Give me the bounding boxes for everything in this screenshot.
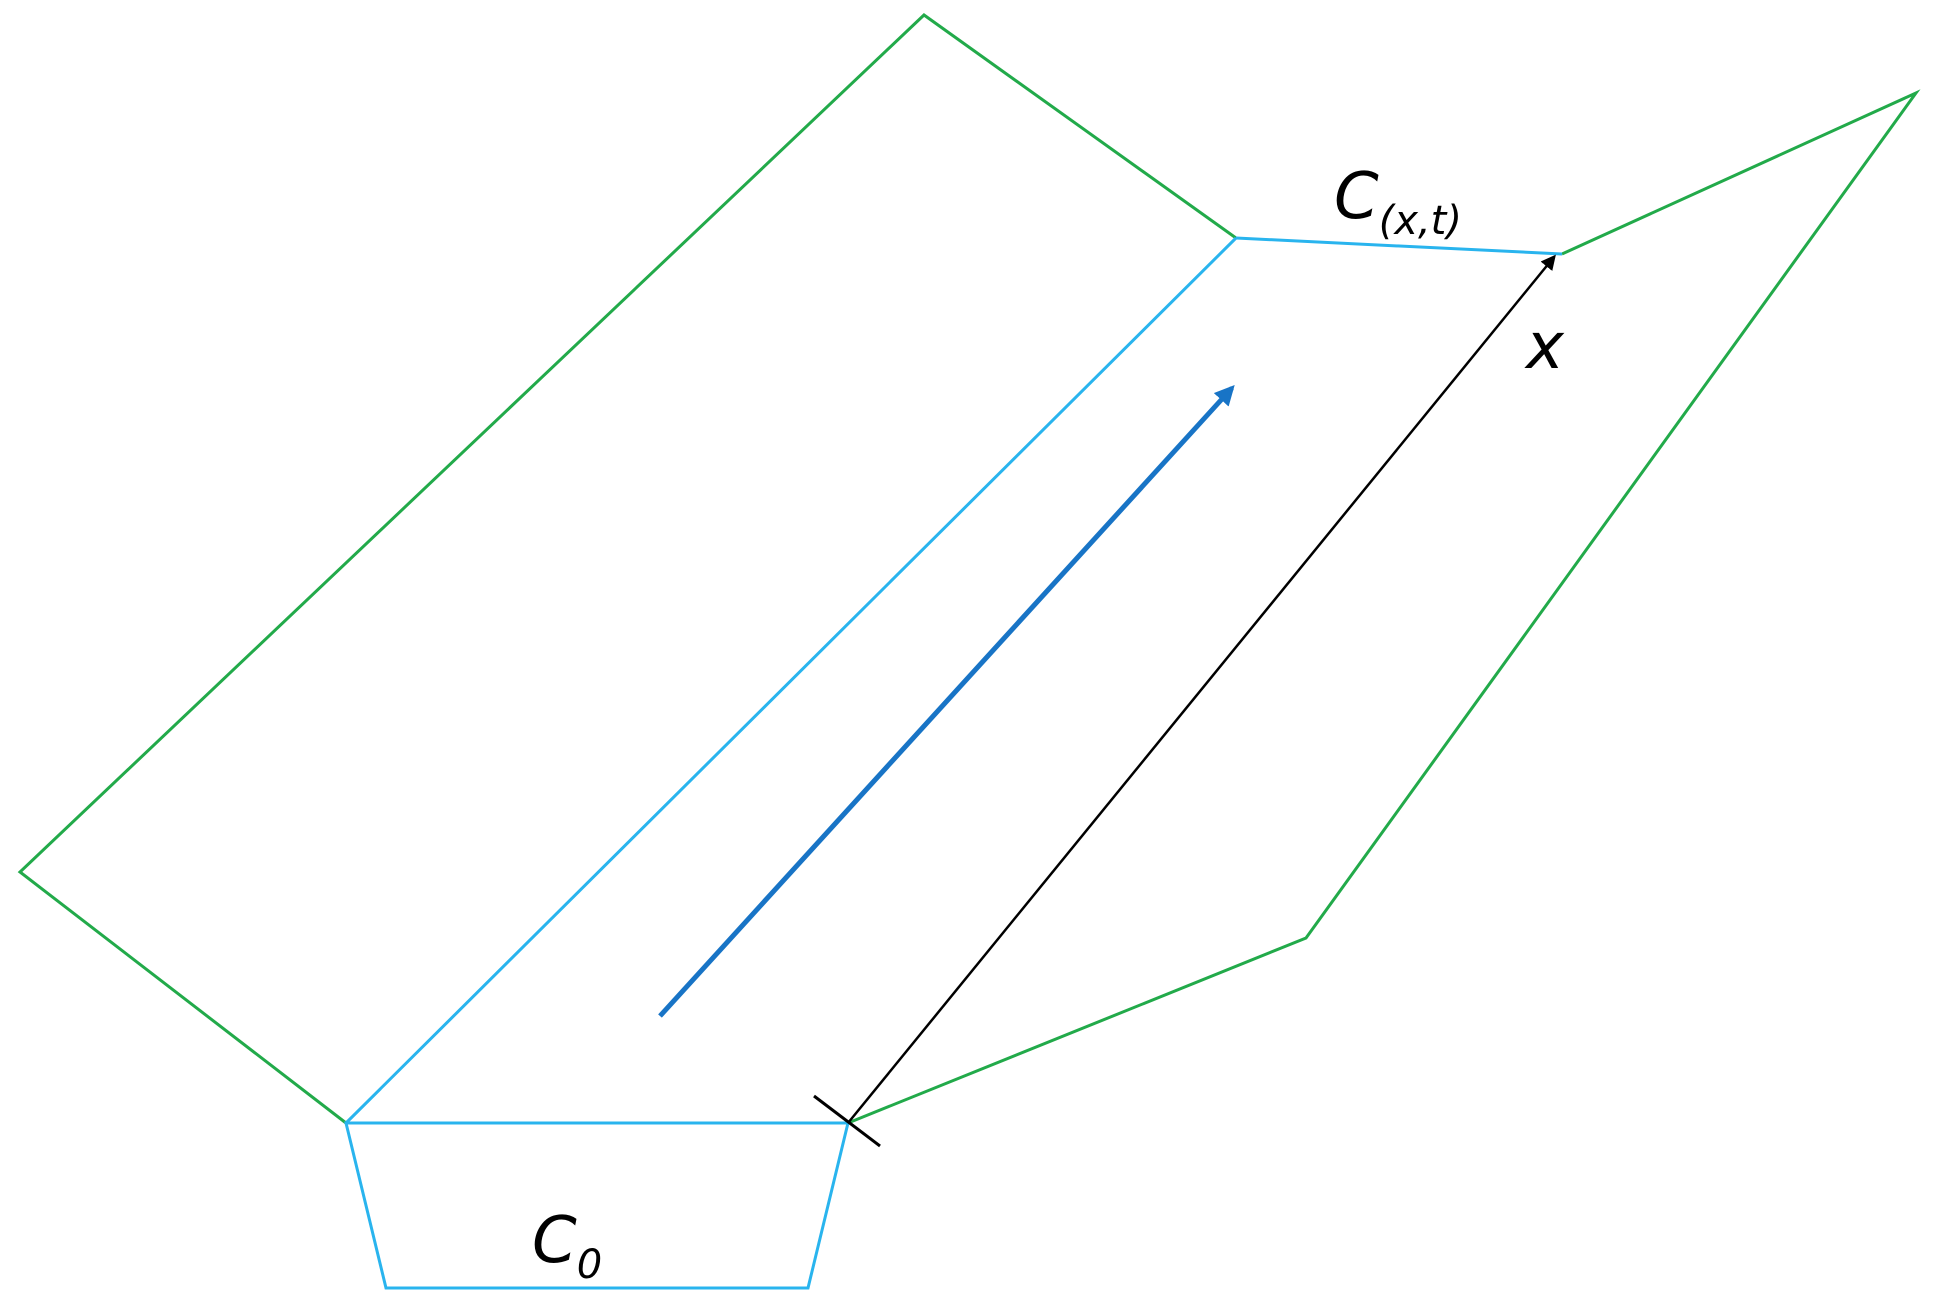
distance-arrow xyxy=(847,254,1556,1124)
channel-cross-section xyxy=(344,1121,850,1290)
label-x: x xyxy=(1524,310,1565,384)
label-c-x-t-subscript: (x,t) xyxy=(1379,198,1462,244)
label-c-x-t: C(x,t) xyxy=(1334,160,1462,244)
label-c-0-subscript: 0 xyxy=(577,1242,602,1288)
flow-direction-arrow xyxy=(658,385,1235,1018)
label-c-0: C0 xyxy=(532,1204,602,1288)
left-floodplain-outline xyxy=(17,13,1237,1125)
origin-tick xyxy=(813,1094,881,1148)
right-floodplain-outline xyxy=(847,89,1921,1125)
label-c-x-t-main: C xyxy=(1334,160,1379,234)
channel-left-bank xyxy=(344,236,1238,1125)
label-c-0-main: C xyxy=(532,1204,577,1278)
channel-top-edge xyxy=(1235,236,1563,256)
